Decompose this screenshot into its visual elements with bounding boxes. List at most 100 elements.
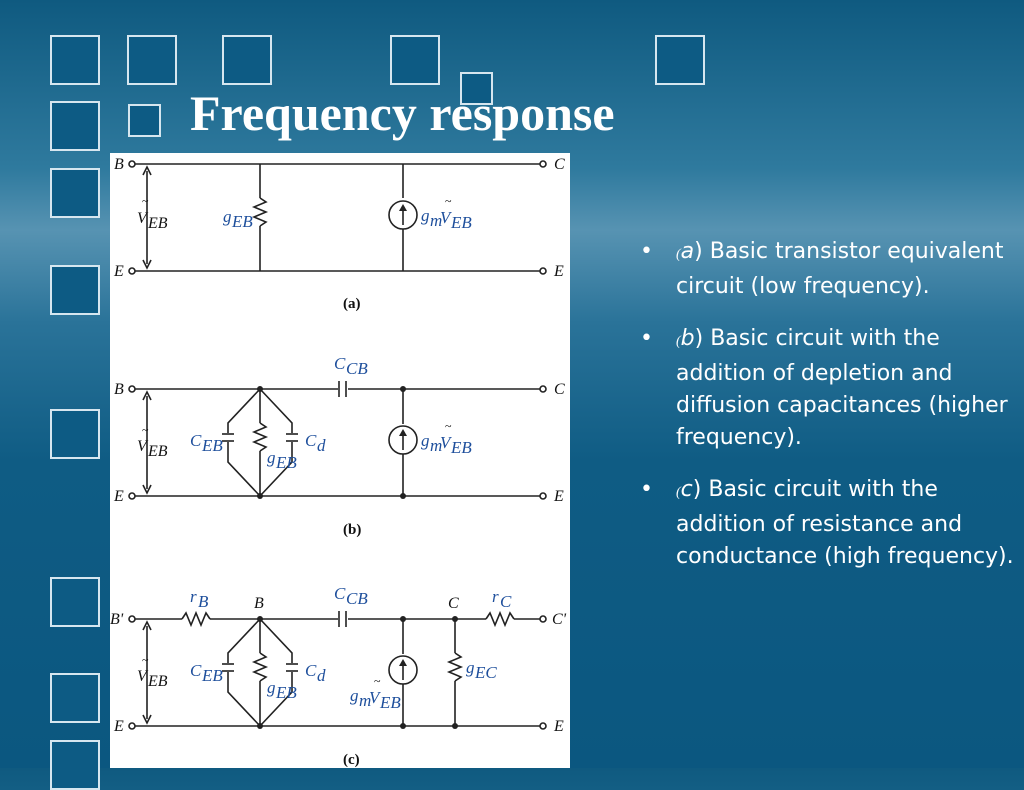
svg-text:r: r (190, 587, 197, 606)
decor-square (50, 740, 100, 790)
g-label: g (223, 207, 232, 226)
bullet-list: • (a) Basic transistor equivalent circui… (640, 236, 1016, 593)
bullet-item: • (c) Basic circuit with the addition of… (640, 474, 1016, 573)
tilde-symbol: ~ (142, 194, 149, 208)
svg-text:EB: EB (450, 438, 472, 457)
svg-text:g: g (421, 431, 430, 450)
svg-text:~: ~ (142, 423, 149, 437)
node-e-label: E (553, 263, 564, 280)
node-e-label: E (113, 488, 124, 505)
svg-text:d: d (317, 436, 326, 455)
c-sub: CB (346, 359, 368, 378)
svg-text:C: C (334, 584, 346, 603)
svg-text:m: m (430, 436, 442, 455)
bullet-item: • (b) Basic circuit with the addition of… (640, 323, 1016, 454)
svg-text:CB: CB (346, 589, 368, 608)
svg-text:~: ~ (142, 653, 149, 667)
node-b-label: B (114, 381, 124, 398)
svg-text:g: g (466, 658, 475, 677)
resistor-gec (446, 652, 464, 682)
decor-square (460, 72, 493, 105)
svg-text:EB: EB (275, 683, 297, 702)
node-b-label: B (254, 595, 264, 612)
decor-square (655, 35, 705, 85)
svg-text:~: ~ (374, 674, 381, 688)
terminal (539, 267, 547, 275)
svg-text:g: g (267, 448, 276, 467)
svg-text:C: C (190, 431, 202, 450)
bullet-item: • (a) Basic transistor equivalent circui… (640, 236, 1016, 303)
svg-text:g: g (267, 678, 276, 697)
bullet-dot: • (640, 477, 653, 502)
terminal (128, 267, 136, 275)
v-label: V (137, 210, 149, 227)
decor-square (128, 104, 161, 137)
svg-text:B: B (198, 592, 209, 611)
circuit-diagram: B C E E ~ V EB g EB g m ~ V EB (a) (110, 156, 567, 768)
bullet-dot: • (640, 326, 653, 351)
svg-text:EB: EB (275, 453, 297, 472)
svg-text:EC: EC (474, 663, 497, 682)
node-c-label: C (448, 595, 459, 612)
node-bprime-label: B' (110, 611, 124, 628)
node-b-label: B (114, 156, 124, 173)
v-sub: EB (147, 215, 168, 232)
svg-text:C: C (305, 661, 317, 680)
svg-text:C: C (305, 431, 317, 450)
decor-square (50, 35, 100, 85)
decor-square (50, 265, 100, 315)
caption-b: (b) (343, 522, 361, 538)
node-e-label: E (553, 488, 564, 505)
decor-square (50, 577, 100, 627)
rc-sub: C (500, 592, 512, 611)
svg-text:r: r (492, 587, 499, 606)
resistor-rb (181, 610, 211, 628)
svg-text:EB: EB (379, 693, 401, 712)
bullet-dot: • (640, 239, 653, 264)
tilde-symbol: ~ (445, 194, 452, 208)
svg-text:V: V (137, 438, 149, 455)
caption-c: (c) (343, 752, 360, 768)
terminal (539, 160, 547, 168)
svg-text:d: d (317, 666, 326, 685)
c-label: C (334, 354, 346, 373)
gm-v-sub: EB (450, 213, 472, 232)
circuit-a: B C E E ~ V EB g EB g m ~ V EB (a) (113, 156, 565, 312)
circuit-diagram-panel: B C E E ~ V EB g EB g m ~ V EB (a) (110, 153, 570, 768)
svg-text:C: C (190, 661, 202, 680)
svg-text:EB: EB (201, 436, 223, 455)
terminal (128, 160, 136, 168)
svg-text:V: V (369, 688, 382, 707)
decor-square (390, 35, 440, 85)
resistor-geb (251, 197, 269, 227)
caption-a: (a) (343, 296, 361, 312)
svg-text:V: V (440, 433, 453, 452)
node-c-label: C (554, 156, 565, 173)
circuit-b: B C E E C CB ~ V EB (113, 354, 565, 538)
decor-square (127, 35, 177, 85)
svg-text:g: g (350, 686, 359, 705)
node-e-label: E (113, 263, 124, 280)
node-e-label: E (113, 718, 124, 735)
decor-square (50, 409, 100, 459)
decor-square (50, 168, 100, 218)
svg-text:V: V (137, 668, 149, 685)
svg-text:EB: EB (147, 443, 168, 460)
gm-v-label: V (440, 208, 453, 227)
svg-text:m: m (359, 691, 371, 710)
arrow-heads (142, 165, 152, 270)
gm-sub: m (430, 211, 442, 230)
node-c-label: C (554, 381, 565, 398)
node-e-label: E (553, 718, 564, 735)
svg-text:EB: EB (201, 666, 223, 685)
circuit-c: B' C' B C E E r B r C C CB ~ V EB (110, 584, 567, 768)
resistor-rc (485, 610, 515, 628)
decor-square (50, 673, 100, 723)
decor-square (222, 35, 272, 85)
gm-label: g (421, 206, 430, 225)
node-cprime-label: C' (552, 611, 567, 628)
page-title: Frequency response (190, 85, 615, 141)
svg-text:~: ~ (445, 419, 452, 433)
g-sub: EB (231, 212, 253, 231)
decor-square (50, 101, 100, 151)
